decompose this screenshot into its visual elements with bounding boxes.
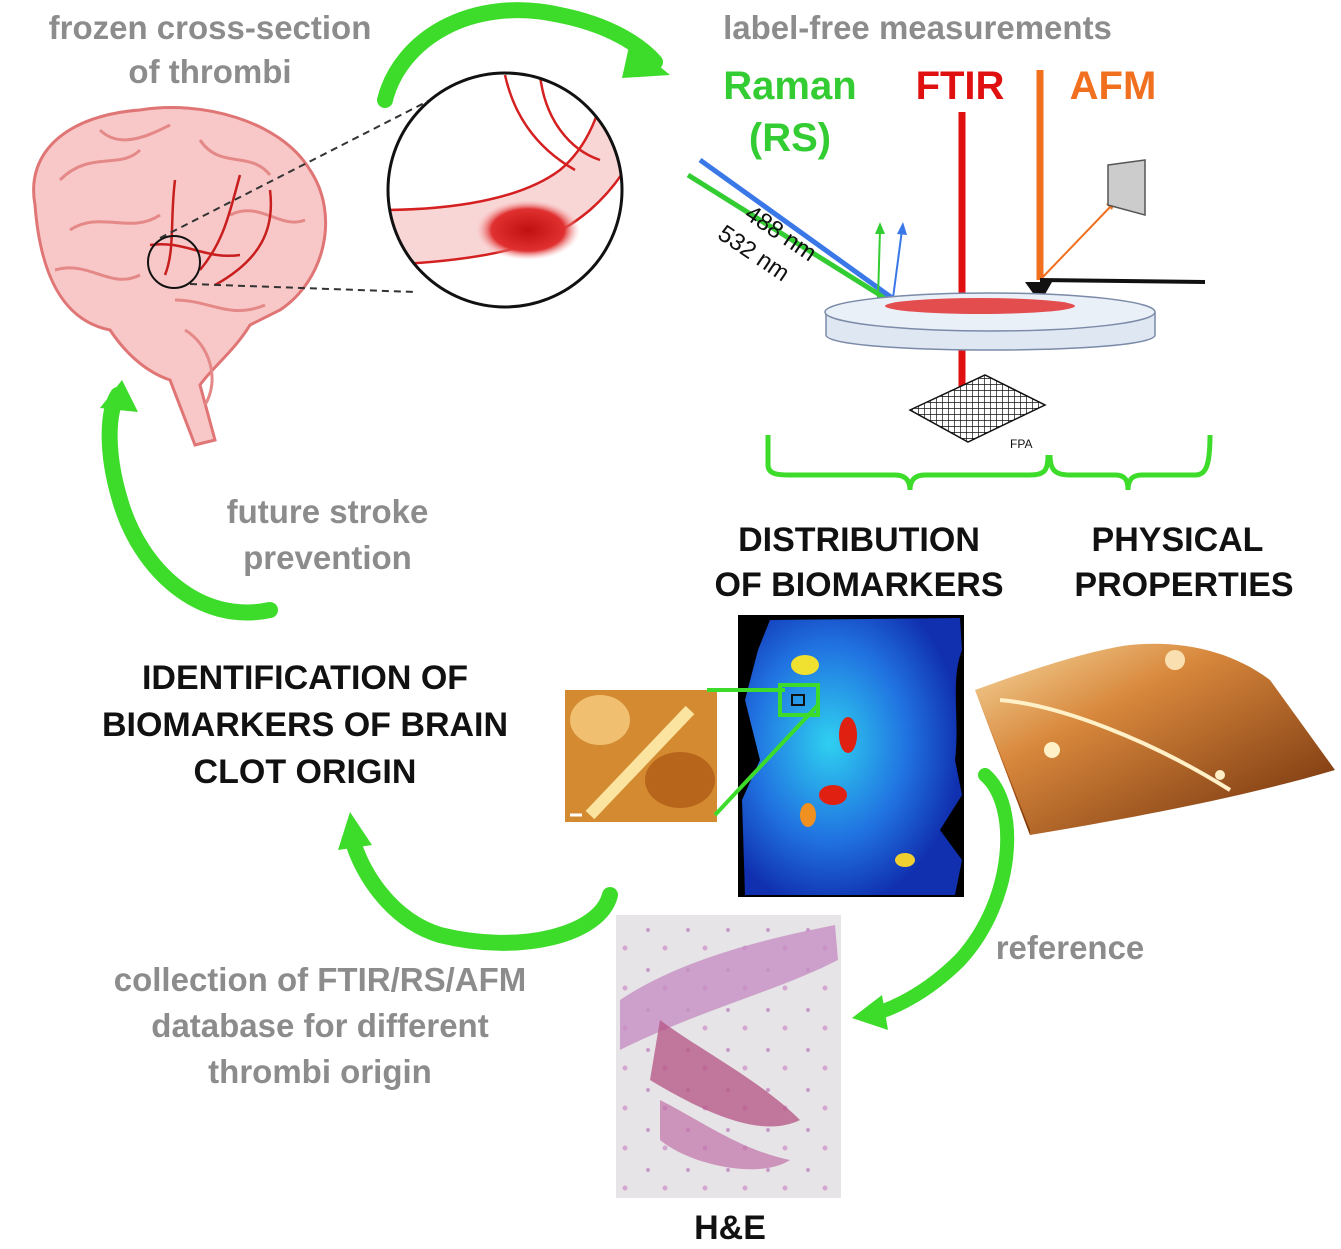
- zoom-line-top: [159, 94, 441, 239]
- sample-smear: [885, 298, 1075, 314]
- label-collection-line2: database for different: [151, 1007, 489, 1044]
- zoom-circle-small: [147, 235, 201, 289]
- label-ftir: FTIR: [915, 64, 1005, 108]
- label-afm: AFM: [1069, 64, 1157, 108]
- label-physical-line1: PHYSICAL: [1091, 521, 1264, 559]
- laser-532-beam: [686, 172, 890, 303]
- label-fpa: FPA: [1010, 437, 1033, 451]
- arrow-head-left: [100, 380, 138, 412]
- label-frozen-line2: of thrombi: [128, 53, 292, 90]
- laser-488-beam: [698, 157, 897, 303]
- arrow-reference: [863, 768, 1015, 1022]
- label-raman-rs: (RS): [748, 116, 832, 160]
- label-future-line1: future stroke: [226, 493, 429, 530]
- label-frozen-line1: frozen cross-section: [48, 9, 372, 46]
- label-he: H&E: [694, 1209, 766, 1247]
- arrow-to-measurements: [377, 2, 663, 108]
- brain-illustration: [32, 106, 328, 447]
- label-identification-line2: BIOMARKERS OF BRAIN: [101, 706, 509, 744]
- label-distribution-line2: OF BIOMARKERS: [714, 566, 1004, 604]
- arrow-head-reference: [852, 995, 888, 1030]
- scatter-blue-arrow: [892, 229, 903, 299]
- label-label-free: label-free measurements: [723, 9, 1112, 46]
- clot-blob: [476, 200, 580, 260]
- label-identification-line3: CLOT ORIGIN: [193, 753, 417, 791]
- afm-2d-image: [565, 690, 717, 822]
- scatter-green-arrow: [877, 229, 881, 299]
- sample-disk: [824, 292, 1156, 351]
- label-raman: Raman: [723, 64, 857, 108]
- label-physical-line2: PROPERTIES: [1074, 566, 1294, 604]
- arrow-head-top: [622, 42, 670, 78]
- arrow-future-prevention: [101, 387, 278, 621]
- afm-tip: [1025, 282, 1052, 303]
- ftir-heatmap: [738, 615, 964, 897]
- afm-cantilever: [1039, 278, 1206, 284]
- afm-photodetector: [1107, 159, 1146, 216]
- fpa-detector: [908, 374, 1047, 443]
- thrombus-zoom-circle: [386, 71, 624, 309]
- bracket-physical: [1047, 434, 1213, 491]
- label-collection-line1: collection of FTIR/RS/AFM: [113, 961, 527, 998]
- label-future-line2: prevention: [243, 539, 412, 576]
- heatmap-zoom-box: [778, 683, 820, 717]
- afm-3d-surface: [975, 643, 1335, 835]
- afm-reflected-beam: [1039, 204, 1113, 281]
- connector-line-bottom: [713, 703, 820, 817]
- label-collection-line3: thrombi origin: [208, 1053, 432, 1090]
- he-histology-image: [616, 915, 841, 1198]
- label-reference: reference: [995, 929, 1145, 966]
- label-distribution-line1: DISTRIBUTION: [738, 521, 980, 559]
- zoom-line-bottom: [189, 283, 416, 293]
- label-identification-line1: IDENTIFICATION OF: [141, 659, 469, 697]
- arrow-collection: [344, 830, 618, 951]
- bracket-distribution: [765, 435, 1051, 491]
- arrow-head-bottom: [338, 812, 372, 850]
